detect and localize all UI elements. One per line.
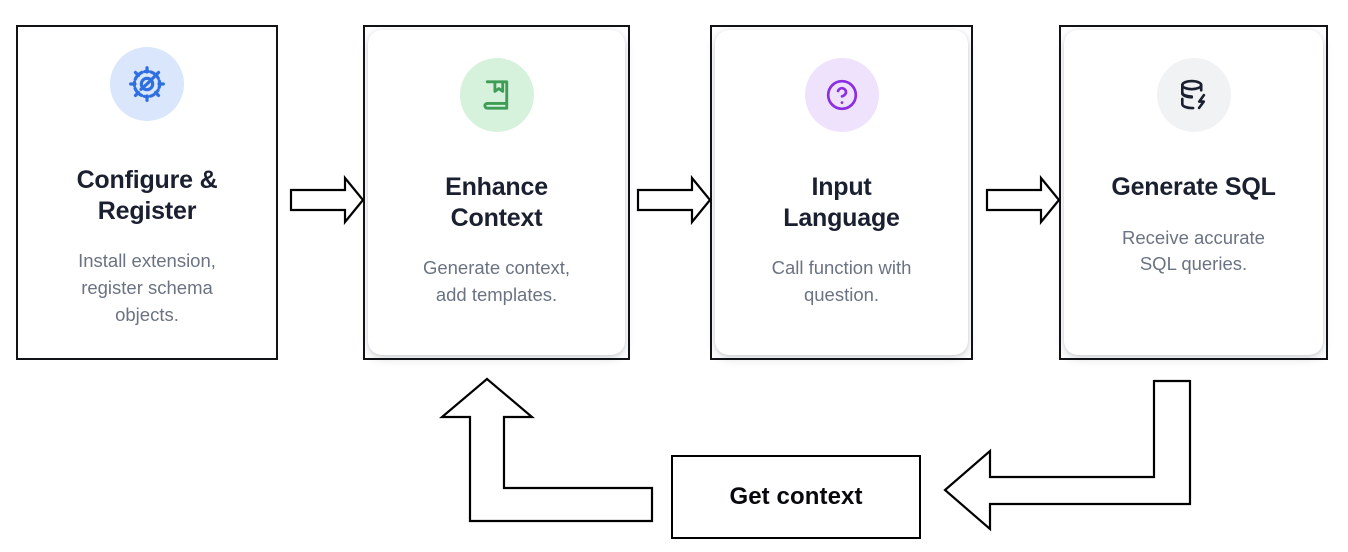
step-card-title: Generate SQL — [1103, 172, 1283, 203]
step-card-title: Input Language — [775, 172, 907, 233]
step-card-description: Install extension, register schema objec… — [68, 248, 226, 328]
desc-line: Receive accurate — [1122, 226, 1265, 248]
gear-icon — [129, 66, 165, 102]
desc-line: add templates. — [435, 283, 558, 305]
step-card-title: Configure & Register — [69, 165, 226, 226]
title-line: Language — [783, 203, 900, 232]
desc-line: Install extension, — [78, 250, 216, 271]
desc-line: SQL queries. — [1139, 253, 1248, 275]
book-bookmark-icon-badge — [459, 58, 534, 132]
get-context-node[interactable]: Get context — [671, 455, 921, 539]
step-card-description: Call function with question. — [762, 255, 922, 309]
arrow-input-to-generate-icon — [985, 174, 1061, 226]
arrow-generate-to-getcontext-icon — [943, 379, 1192, 532]
title-line: Register — [97, 196, 197, 225]
arrow-configure-to-enhance-icon — [289, 174, 365, 226]
step-card-body: Configure & Register Install extension, … — [18, 27, 276, 358]
database-bolt-icon — [1180, 79, 1205, 110]
gear-icon-badge — [110, 47, 184, 121]
get-context-label: Get context — [729, 483, 863, 510]
arrow-enhance-to-input-icon — [636, 174, 712, 226]
question-circle-icon-badge — [804, 58, 879, 132]
title-line: Enhance — [445, 173, 548, 201]
step-card-configure-register[interactable]: Configure & Register Install extension, … — [16, 25, 278, 360]
title-line: Generate SQL — [1111, 173, 1276, 201]
step-card-body: Generate SQL Receive accurate SQL querie… — [1064, 30, 1323, 355]
desc-line: register schema — [81, 276, 213, 298]
step-card-enhance-context[interactable]: Enhance Context Generate context, add te… — [363, 25, 630, 360]
question-circle-icon — [826, 79, 857, 111]
step-card-body: Input Language Call function with questi… — [715, 30, 968, 355]
arrow-getcontext-to-enhance-icon — [438, 377, 654, 523]
book-bookmark-icon — [482, 80, 508, 110]
desc-line: question. — [803, 283, 880, 305]
step-card-title: Enhance Context — [437, 172, 556, 233]
title-line: Configure & — [76, 166, 218, 194]
step-card-body: Enhance Context Generate context, add te… — [368, 30, 625, 355]
desc-line: objects. — [115, 303, 179, 325]
step-card-description: Receive accurate SQL queries. — [1112, 225, 1275, 279]
step-card-input-language[interactable]: Input Language Call function with questi… — [710, 25, 973, 360]
desc-line: Generate context, — [422, 257, 571, 278]
desc-line: Call function with — [771, 257, 912, 278]
database-bolt-icon-badge — [1156, 58, 1231, 132]
title-line: Input — [811, 173, 872, 201]
title-line: Context — [450, 203, 543, 232]
step-card-description: Generate context, add templates. — [413, 255, 580, 309]
step-card-generate-sql[interactable]: Generate SQL Receive accurate SQL querie… — [1059, 25, 1328, 360]
